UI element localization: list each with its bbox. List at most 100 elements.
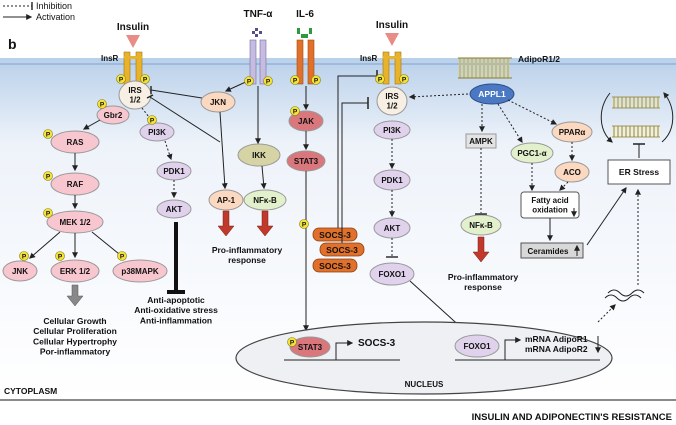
tnf-ligand [252, 28, 262, 37]
phospho-badge-15 [375, 74, 385, 84]
ppara-label: PPARα [559, 128, 586, 137]
jnk-left-label: JNK [12, 267, 28, 276]
insr-left-bridge [124, 56, 142, 59]
tnf-receptor-chain-b [259, 39, 267, 85]
irs-left-node [118, 80, 152, 110]
p38-node [112, 259, 168, 283]
pgc1a-label: PGC1-α [517, 149, 546, 158]
phospho-badge-8 [43, 171, 53, 181]
pi3k-left-node [139, 122, 175, 142]
erk-node [50, 259, 100, 283]
phospho-badge-label-12: P [293, 78, 298, 85]
phospho-badge-label-0: P [119, 77, 124, 84]
appl1-irs-arrow [408, 93, 469, 100]
pdk1-right-label: PDK1 [381, 176, 403, 185]
foxo1-nucleus-label: FOXO1 [463, 342, 491, 351]
phospho-badge-label-1: P [143, 77, 148, 84]
phospho-badge-0 [116, 74, 126, 84]
pi3k-pdk1-arrow [164, 140, 173, 161]
phospho-badge-label-11: P [266, 79, 271, 86]
mrna-squiggle-1 [604, 294, 642, 302]
phospho-badge-label-5: P [58, 254, 63, 261]
phospho-badge-label-4: P [22, 254, 27, 261]
raf-label: RAF [67, 180, 84, 189]
ceramides-label: Ceramides [528, 247, 569, 256]
il6-ligand [297, 28, 312, 38]
aco-fatty-arrow [559, 181, 569, 191]
legend-inhibition-label: Inhibition [36, 1, 72, 11]
foxo1-cyto-node [369, 262, 415, 286]
er-cycle-right-arrow [661, 92, 674, 143]
adipor-gene-arrow [504, 337, 522, 360]
appl1-ppara-arrow [507, 99, 558, 125]
ap1-red-arrow [217, 210, 235, 237]
tnf-label: TNF-α [244, 9, 274, 20]
phospho-badge-2 [97, 99, 107, 109]
phospho-badge-18 [299, 219, 309, 229]
phospho-badge-9 [43, 208, 53, 218]
pi3k-left-label: PI3K [148, 128, 166, 137]
jkn-node [200, 91, 236, 113]
socs3-irs-inhibition-line [341, 102, 368, 243]
ikk-label: IKK [252, 151, 266, 160]
panel-label: b [8, 36, 17, 52]
phospho-badge-17 [287, 337, 297, 347]
jkn-label: JKN [210, 98, 226, 107]
socs3-box-1 [312, 227, 358, 242]
cytoplasm-label: CYTOPLASM [4, 386, 57, 396]
il6-receptor-chain-a [296, 39, 304, 85]
er-stress-box [607, 159, 671, 185]
ceramides-er-arrow [586, 187, 627, 246]
adipor-label: AdipoR1/2 [518, 54, 560, 64]
phospho-badge-label-15: P [378, 77, 383, 84]
er-stress-label: ER Stress [619, 167, 659, 177]
er-cycle-left-arrow [600, 92, 613, 143]
gbr2-ras-arrow [82, 119, 101, 130]
appl1-node [469, 83, 515, 105]
ikk-nfkb-arrow [260, 165, 267, 190]
irs-jkn-inhibition [150, 89, 203, 99]
mek-jnk-arrow [29, 231, 61, 259]
pi3k-right-label: PI3K [383, 126, 401, 135]
phospho-badge-6 [117, 251, 127, 261]
phospho-badge-12 [290, 75, 300, 85]
nfkb-right-node [460, 214, 502, 236]
pdk1-left-label: PDK1 [163, 167, 185, 176]
nfkb-left-label: NFκ-B [253, 196, 277, 205]
phospho-badge-label-3: P [150, 118, 155, 125]
foxo1-cyto-label: FOXO1 [378, 270, 406, 279]
tnf-receptor-chain-a [249, 39, 257, 85]
phospho-badge-label-14: P [293, 109, 298, 116]
insulin-right-ligand [385, 33, 399, 46]
foxo1-nucleus-node [454, 334, 500, 358]
mrna-squiggle-2 [607, 289, 645, 297]
insr-right-bridge [383, 56, 401, 59]
erk-outcome-arrow [66, 284, 84, 307]
socs3-label-3: SOCS-3 [319, 261, 351, 271]
phospho-badge-1 [140, 74, 150, 84]
legend-activation-label: Activation [36, 12, 75, 22]
nfkb-red-arrow [256, 210, 274, 237]
phospho-badge-10 [244, 76, 254, 86]
caption-label: INSULIN AND ADIPONECTIN'S RESISTANCE [472, 412, 672, 423]
ampk-label: AMPK [469, 137, 493, 146]
irs-ikk-inhibition [149, 96, 221, 143]
socs3-gene-label: SOCS-3 [358, 338, 396, 349]
phospho-badge-13 [311, 75, 321, 85]
phospho-badge-label-2: P [100, 102, 105, 109]
jnk-left-node [2, 260, 38, 282]
insr-right-chain-b [394, 51, 402, 85]
appl1-pgc1a-arrow [497, 103, 523, 144]
adipor-receptor [458, 57, 512, 79]
insr-right-label: InsR [360, 54, 378, 63]
phospho-badge-11 [263, 76, 273, 86]
phospho-badge-16 [399, 74, 409, 84]
insulin-right-label: Insulin [376, 20, 408, 31]
